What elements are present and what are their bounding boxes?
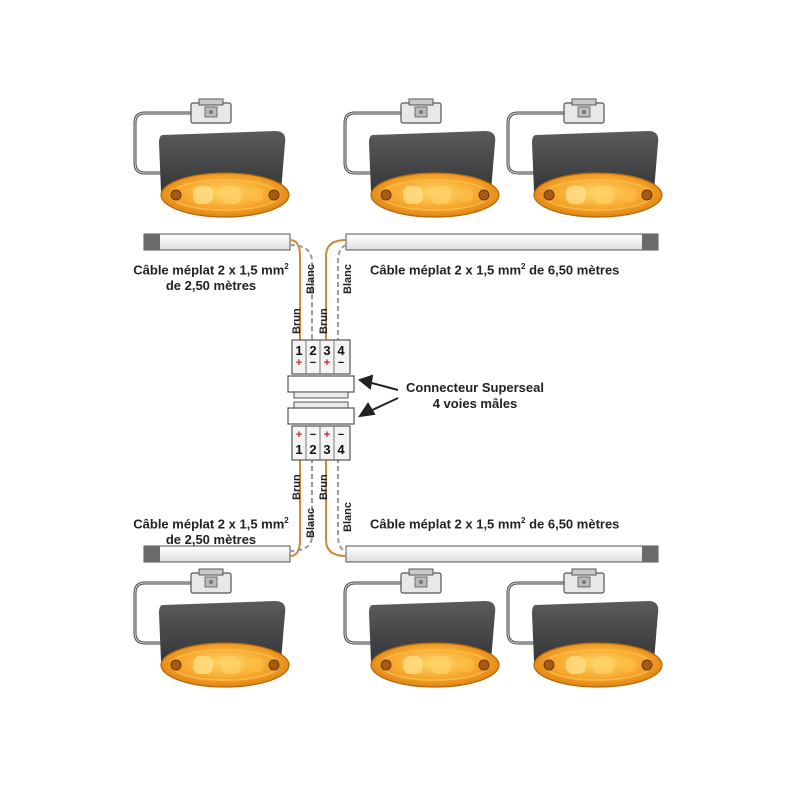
- flat-cable-top-left: [143, 233, 291, 251]
- pin-top-2: 2: [309, 343, 317, 358]
- lamp-bottom-right: [506, 567, 664, 689]
- cable-label-bottom-right: Câble méplat 2 x 1,5 mm2 de 6,50 mètres: [370, 516, 620, 532]
- pin-bottom-4: 4: [337, 442, 345, 457]
- cable-label-bottom-left: Câble méplat 2 x 1,5 mm2 de 2,50 mètres: [133, 516, 289, 548]
- lamp-top-middle: [343, 97, 501, 219]
- flat-cable-bottom-left: [143, 545, 291, 563]
- wire-label-white-top-left: Blanc: [305, 264, 317, 294]
- pin-sign-bottom-4: −: [337, 429, 345, 441]
- pin-sign-bottom-3: +: [323, 429, 331, 441]
- pin-top-3: 3: [323, 343, 331, 358]
- lamp-top-right: [506, 97, 664, 219]
- flat-cable-bottom-right: [345, 545, 659, 563]
- wire-label-brown-bottom-2: Brun: [318, 474, 330, 500]
- pin-sign-bottom-2: −: [309, 429, 317, 441]
- wire-label-brown-bottom: Brun: [291, 474, 303, 500]
- wire-label-white-bottom-left: Blanc: [305, 508, 317, 538]
- wire-label-brown-top: Brun: [291, 308, 303, 334]
- lamp-top-left: [133, 97, 291, 219]
- cable-label-top-right: Câble méplat 2 x 1,5 mm2 de 6,50 mètres: [370, 262, 620, 278]
- connector-bottom: [287, 401, 355, 461]
- pin-sign-top-1: +: [295, 357, 303, 369]
- wires-bottom: [289, 458, 347, 557]
- lamp-bottom-left: [133, 567, 291, 689]
- connector-arrows: [357, 374, 399, 418]
- lamp-bottom-middle: [343, 567, 501, 689]
- flat-cable-top-right: [345, 233, 659, 251]
- pin-top-1: 1: [295, 343, 303, 358]
- wire-label-brown-top-2: Brun: [318, 308, 330, 334]
- wires-top: [289, 239, 347, 346]
- pin-bottom-1: 1: [295, 442, 303, 457]
- connector-label: Connecteur Superseal 4 voies mâles: [406, 380, 544, 411]
- pin-sign-top-4: −: [337, 357, 345, 369]
- connector-top: [287, 339, 355, 399]
- pin-sign-top-3: +: [323, 357, 331, 369]
- pin-top-4: 4: [337, 343, 345, 358]
- wire-label-white-bottom-right: Blanc: [342, 502, 354, 532]
- pin-sign-top-2: −: [309, 357, 317, 369]
- cable-label-top-left: Câble méplat 2 x 1,5 mm2 de 2,50 mètres: [133, 262, 289, 294]
- wire-label-white-top-right: Blanc: [342, 264, 354, 294]
- pin-sign-bottom-1: +: [295, 429, 303, 441]
- pin-bottom-3: 3: [323, 442, 331, 457]
- pin-bottom-2: 2: [309, 442, 317, 457]
